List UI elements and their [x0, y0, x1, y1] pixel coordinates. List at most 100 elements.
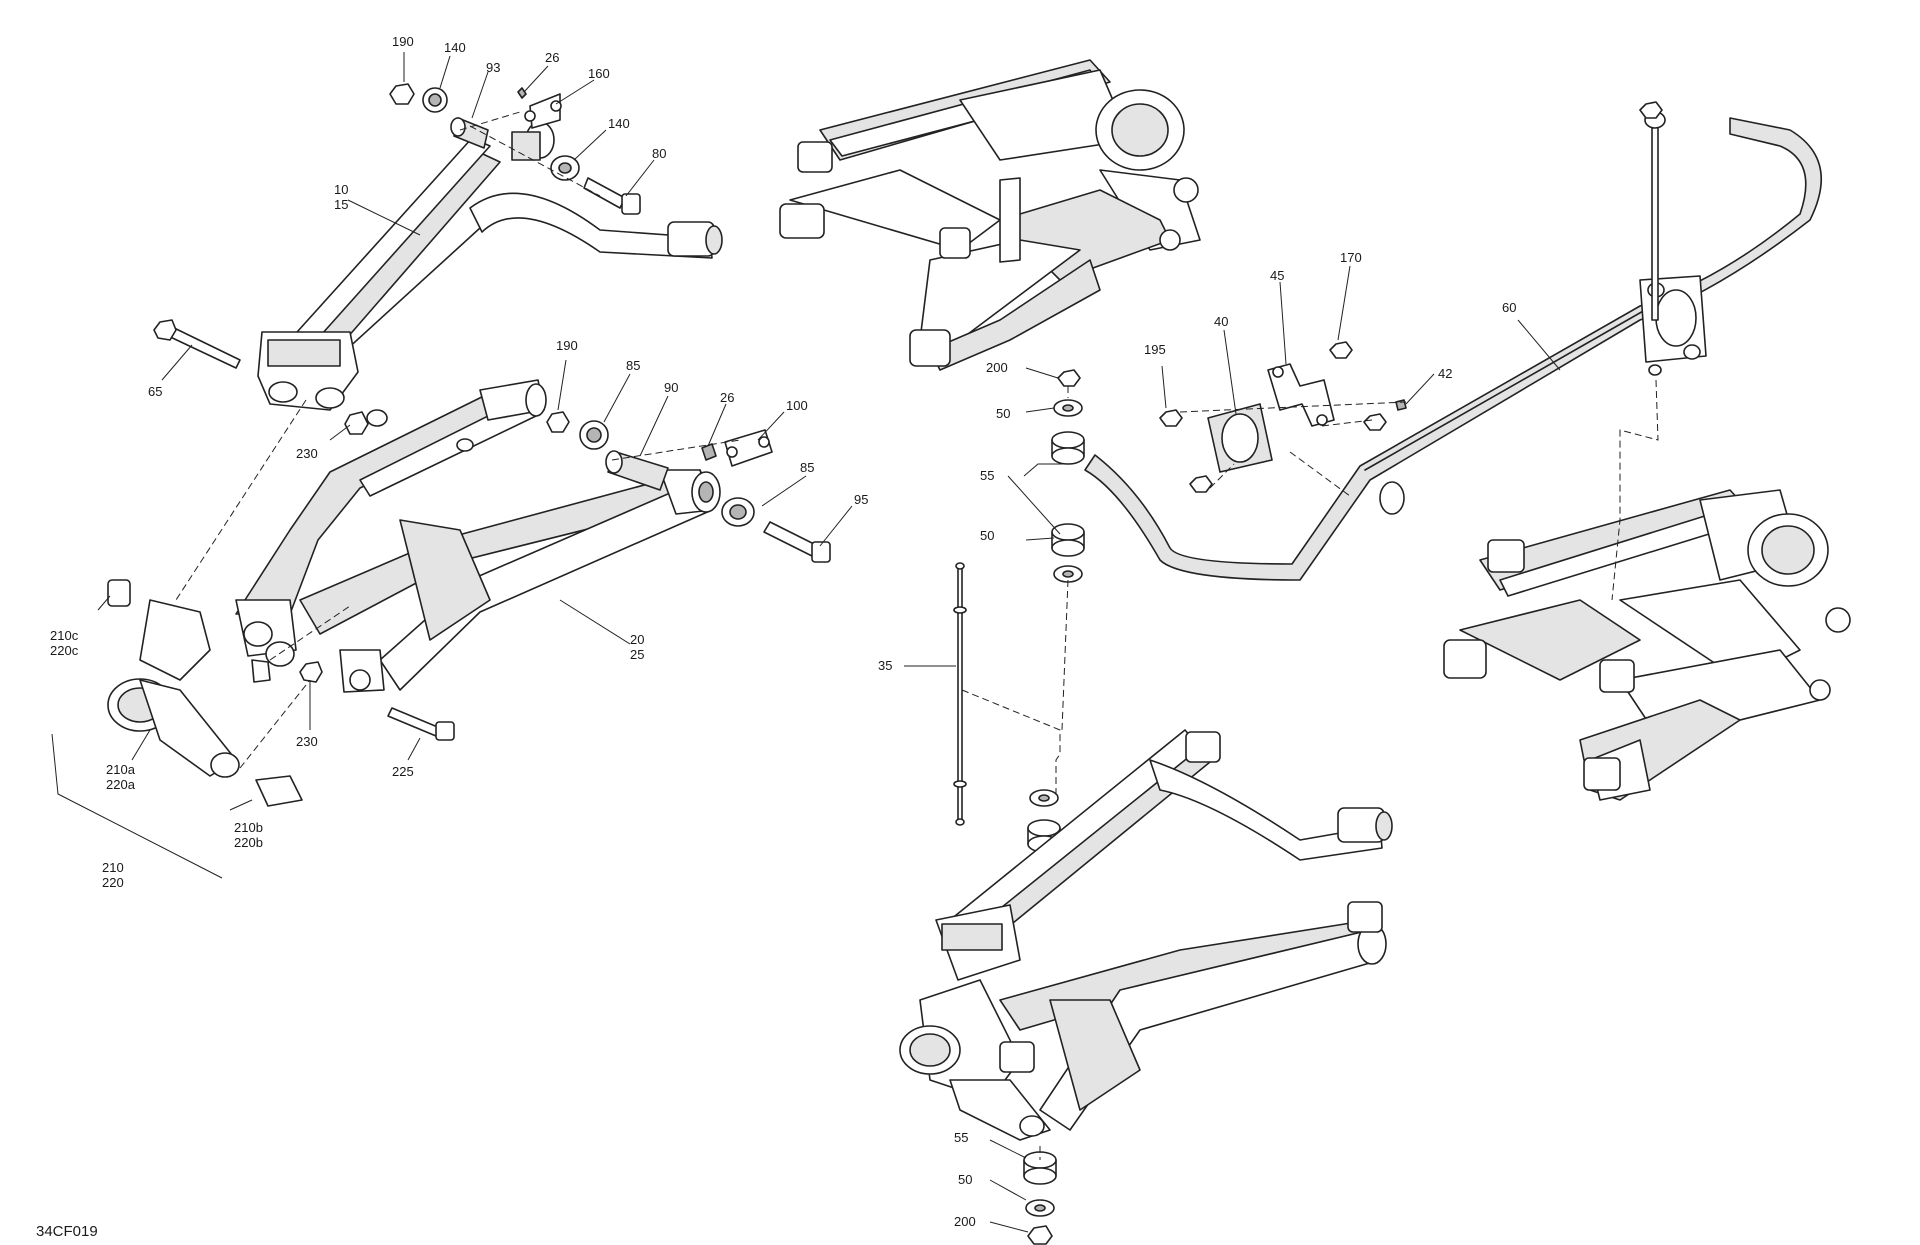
callout-line: 220b — [234, 835, 263, 850]
callout-line: 220a — [106, 777, 136, 792]
callout: 100 — [786, 398, 808, 413]
callout: 50 — [958, 1172, 972, 1187]
callout-line: 210a — [106, 762, 136, 777]
link-bushings-lower — [1023, 1151, 1057, 1245]
callout: 26 — [720, 390, 734, 405]
callout-line: 210 — [102, 860, 124, 875]
callout-line: 210b — [234, 820, 263, 835]
callout-line: 26 — [720, 390, 734, 405]
callout: 190 — [556, 338, 578, 353]
callout-line: 85 — [626, 358, 640, 373]
callout: 90 — [664, 380, 678, 395]
callout: 200 — [986, 360, 1008, 375]
callout-line: 25 — [630, 647, 644, 662]
callout-line: 95 — [854, 492, 868, 507]
callout-line: 45 — [1270, 268, 1284, 283]
callout-line: 160 — [588, 66, 610, 81]
callout-line: 140 — [608, 116, 630, 131]
callout-line: 15 — [334, 197, 348, 212]
callout: 95 — [854, 492, 868, 507]
upper-arm-hardware — [153, 83, 641, 435]
callout-line: 230 — [296, 734, 318, 749]
callout-line: 50 — [996, 406, 1010, 421]
callout-line: 65 — [148, 384, 162, 399]
callout: 50 — [980, 528, 994, 543]
callout-line: 50 — [958, 1172, 972, 1187]
callout: 26 — [545, 50, 559, 65]
callout: 80 — [652, 146, 666, 161]
callout-line: 55 — [980, 468, 994, 483]
upper-a-arm — [257, 121, 723, 411]
callout-line: 26 — [545, 50, 559, 65]
callout: 55 — [954, 1130, 968, 1145]
callout-line: 55 — [954, 1130, 968, 1145]
callout: 50 — [996, 406, 1010, 421]
callout: 200 — [954, 1214, 976, 1229]
callout-line: 220 — [102, 875, 124, 890]
callout-line: 225 — [392, 764, 414, 779]
callout: 65 — [148, 384, 162, 399]
callout-line: 200 — [986, 360, 1008, 375]
callout: 190 — [392, 34, 414, 49]
sway-bar-bushing-clamp — [1159, 341, 1407, 493]
callout: 45 — [1270, 268, 1284, 283]
wheel-knuckle — [107, 579, 303, 807]
callout-line: 40 — [1214, 314, 1228, 329]
callout-line: 190 — [392, 34, 414, 49]
assembly-dash-lines — [175, 111, 1659, 1160]
callout: 55 — [980, 468, 994, 483]
lower-arm-hardware — [299, 411, 831, 741]
callout-line: 230 — [296, 446, 318, 461]
callout: 160 — [588, 66, 610, 81]
callout-line: 170 — [1340, 250, 1362, 265]
callout: 85 — [800, 460, 814, 475]
callout-line: 210c — [50, 628, 79, 643]
sway-bar — [1084, 101, 1823, 581]
callout: 140 — [608, 116, 630, 131]
drawing-code: 34CF019 — [36, 1223, 98, 1240]
callout-line: 90 — [664, 380, 678, 395]
callout: 35 — [878, 658, 892, 673]
callout: 42 — [1438, 366, 1452, 381]
callout-line: 35 — [878, 658, 892, 673]
callout: 40 — [1214, 314, 1228, 329]
callout-line: 20 — [630, 632, 644, 647]
callout-line: 93 — [486, 60, 500, 75]
callout: 170 — [1340, 250, 1362, 265]
callout: 225 — [392, 764, 414, 779]
sway-bar-link — [953, 562, 967, 826]
callout-line: 200 — [954, 1214, 976, 1229]
callout: 195 — [1144, 342, 1166, 357]
callout-line: 85 — [800, 460, 814, 475]
upper-assembly-top — [779, 59, 1201, 371]
callout-line: 220c — [50, 643, 79, 658]
callout-line: 190 — [556, 338, 578, 353]
callout-line: 80 — [652, 146, 666, 161]
callout: 93 — [486, 60, 500, 75]
callout: 230 — [296, 446, 318, 461]
right-side-assembly — [1443, 489, 1851, 801]
callout-line: 42 — [1438, 366, 1452, 381]
callout: 85 — [626, 358, 640, 373]
callout-line: 195 — [1144, 342, 1166, 357]
callout-line: 140 — [444, 40, 466, 55]
leader-lines — [51, 52, 1561, 1233]
lower-center-assembly — [899, 729, 1393, 1141]
link-bushings-upper — [1051, 369, 1085, 583]
callout: 60 — [1502, 300, 1516, 315]
callout-line: 60 — [1502, 300, 1516, 315]
callout-line: 100 — [786, 398, 808, 413]
callout-line: 50 — [980, 528, 994, 543]
callout: 140 — [444, 40, 466, 55]
lower-a-arm — [235, 379, 721, 693]
callout: 230 — [296, 734, 318, 749]
callout-line: 10 — [334, 182, 348, 197]
